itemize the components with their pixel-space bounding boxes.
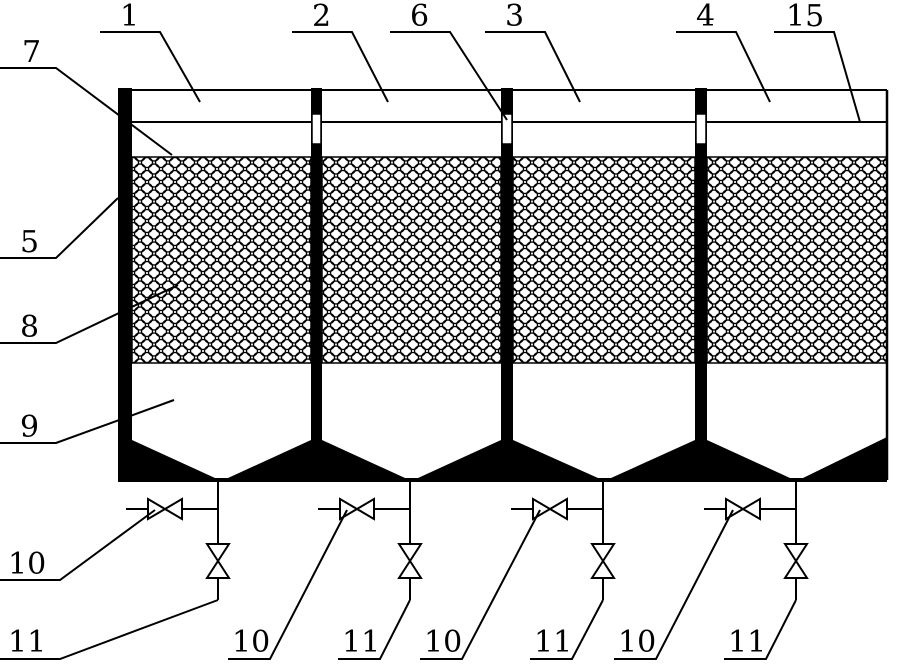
label-10-cell-1: 10 [8, 547, 46, 582]
label-5: 5 [20, 225, 39, 260]
partition-wall-2 [501, 88, 513, 440]
label-11-cell-2: 11 [342, 625, 380, 660]
label-2: 2 [312, 0, 331, 34]
overflow-opening-1 [311, 113, 322, 145]
label-1: 1 [120, 0, 139, 34]
piping-cell-1 [126, 480, 231, 600]
label-11-cell-4: 11 [728, 625, 766, 660]
label-10-cell-3: 10 [424, 625, 462, 660]
filter-media [131, 156, 888, 364]
label-3: 3 [505, 0, 524, 34]
overflow-opening-2 [501, 113, 513, 145]
piping-cell-4 [704, 480, 809, 600]
leader-lines [0, 31, 861, 660]
label-8: 8 [20, 310, 39, 345]
partition-wall-1 [311, 88, 322, 440]
partition-wall-3 [695, 88, 707, 440]
label-11-cell-1: 11 [8, 625, 46, 660]
overflow-opening-3 [695, 113, 707, 145]
piping-cell-2 [318, 480, 423, 600]
label-11-cell-3: 11 [534, 625, 572, 660]
label-6: 6 [410, 0, 429, 34]
label-4: 4 [696, 0, 715, 34]
label-7: 7 [22, 35, 41, 70]
left-wall [118, 88, 132, 482]
label-9: 9 [20, 410, 39, 445]
piping-cell-3 [511, 480, 616, 600]
hopper-bottoms [118, 437, 887, 482]
label-10-cell-2: 10 [232, 625, 270, 660]
label-15: 15 [786, 0, 824, 34]
label-10-cell-4: 10 [618, 625, 656, 660]
